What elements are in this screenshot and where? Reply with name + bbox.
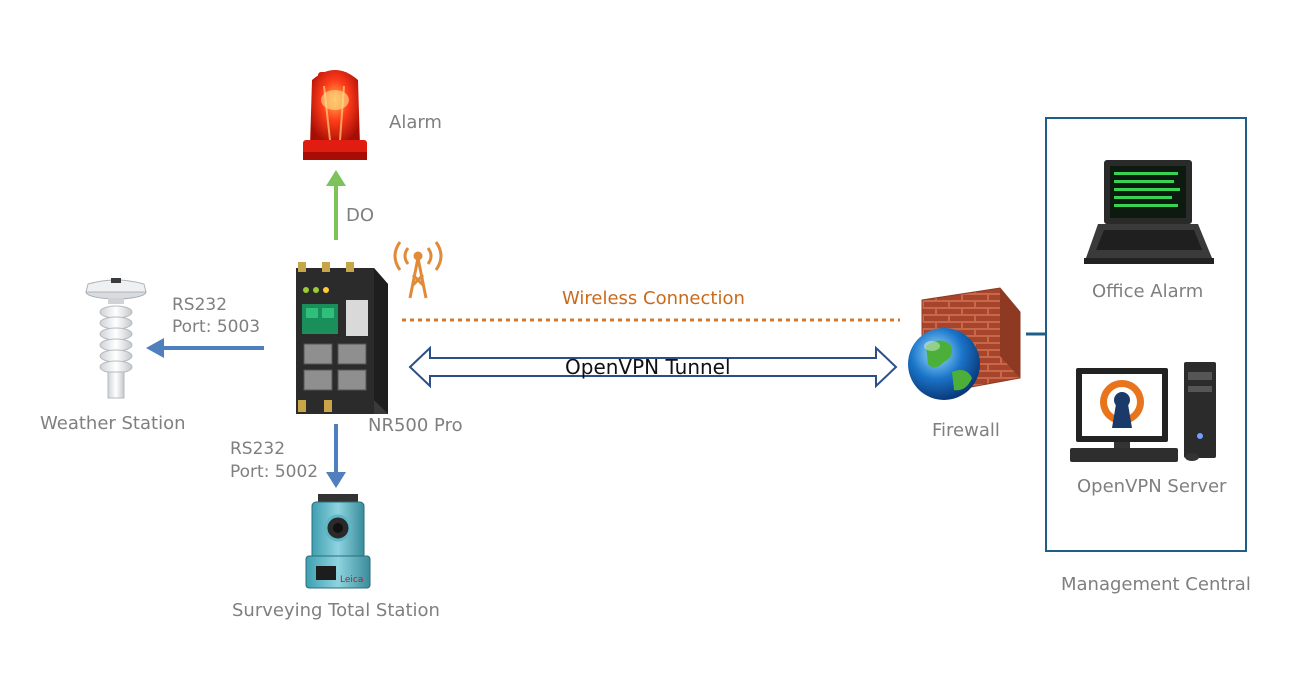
openvpn-server-icon: [1070, 362, 1216, 462]
rs232-bottom-label: RS232: [230, 439, 286, 459]
port-left-label: Port: 5003: [172, 317, 261, 337]
do-arrow: [326, 170, 346, 240]
weather-station-icon: [85, 278, 147, 399]
port-bottom-label: Port: 5002: [230, 462, 319, 482]
rs232-left-arrow: [146, 338, 264, 358]
do-label: DO: [346, 205, 375, 226]
firewall-label: Firewall: [932, 420, 1000, 441]
management-central-label: Management Central: [1061, 574, 1251, 595]
laptop-icon: [1084, 160, 1214, 264]
alarm-label: Alarm: [389, 112, 442, 133]
router-icon: [296, 262, 388, 414]
office-alarm-label: Office Alarm: [1092, 281, 1204, 302]
alarm-beacon-icon: [303, 70, 367, 160]
surveying-label: Surveying Total Station: [232, 600, 440, 621]
firewall-globe-icon: [908, 287, 1021, 400]
tunnel-label: OpenVPN Tunnel: [565, 355, 731, 379]
weather-station-label: Weather Station: [40, 413, 186, 434]
management-central-box: [1045, 117, 1247, 552]
openvpn-tunnel-arrow: [408, 345, 898, 389]
svg-text:Leica: Leica: [340, 575, 363, 585]
rs232-left-label: RS232: [172, 295, 228, 315]
rs232-bottom-arrow: [326, 424, 346, 488]
total-station-icon: Leica: [305, 494, 371, 589]
antenna-tower-icon: [393, 241, 443, 299]
router-label: NR500 Pro: [368, 415, 463, 436]
wireless-label: Wireless Connection: [562, 288, 745, 309]
openvpn-server-label: OpenVPN Server: [1077, 476, 1227, 497]
